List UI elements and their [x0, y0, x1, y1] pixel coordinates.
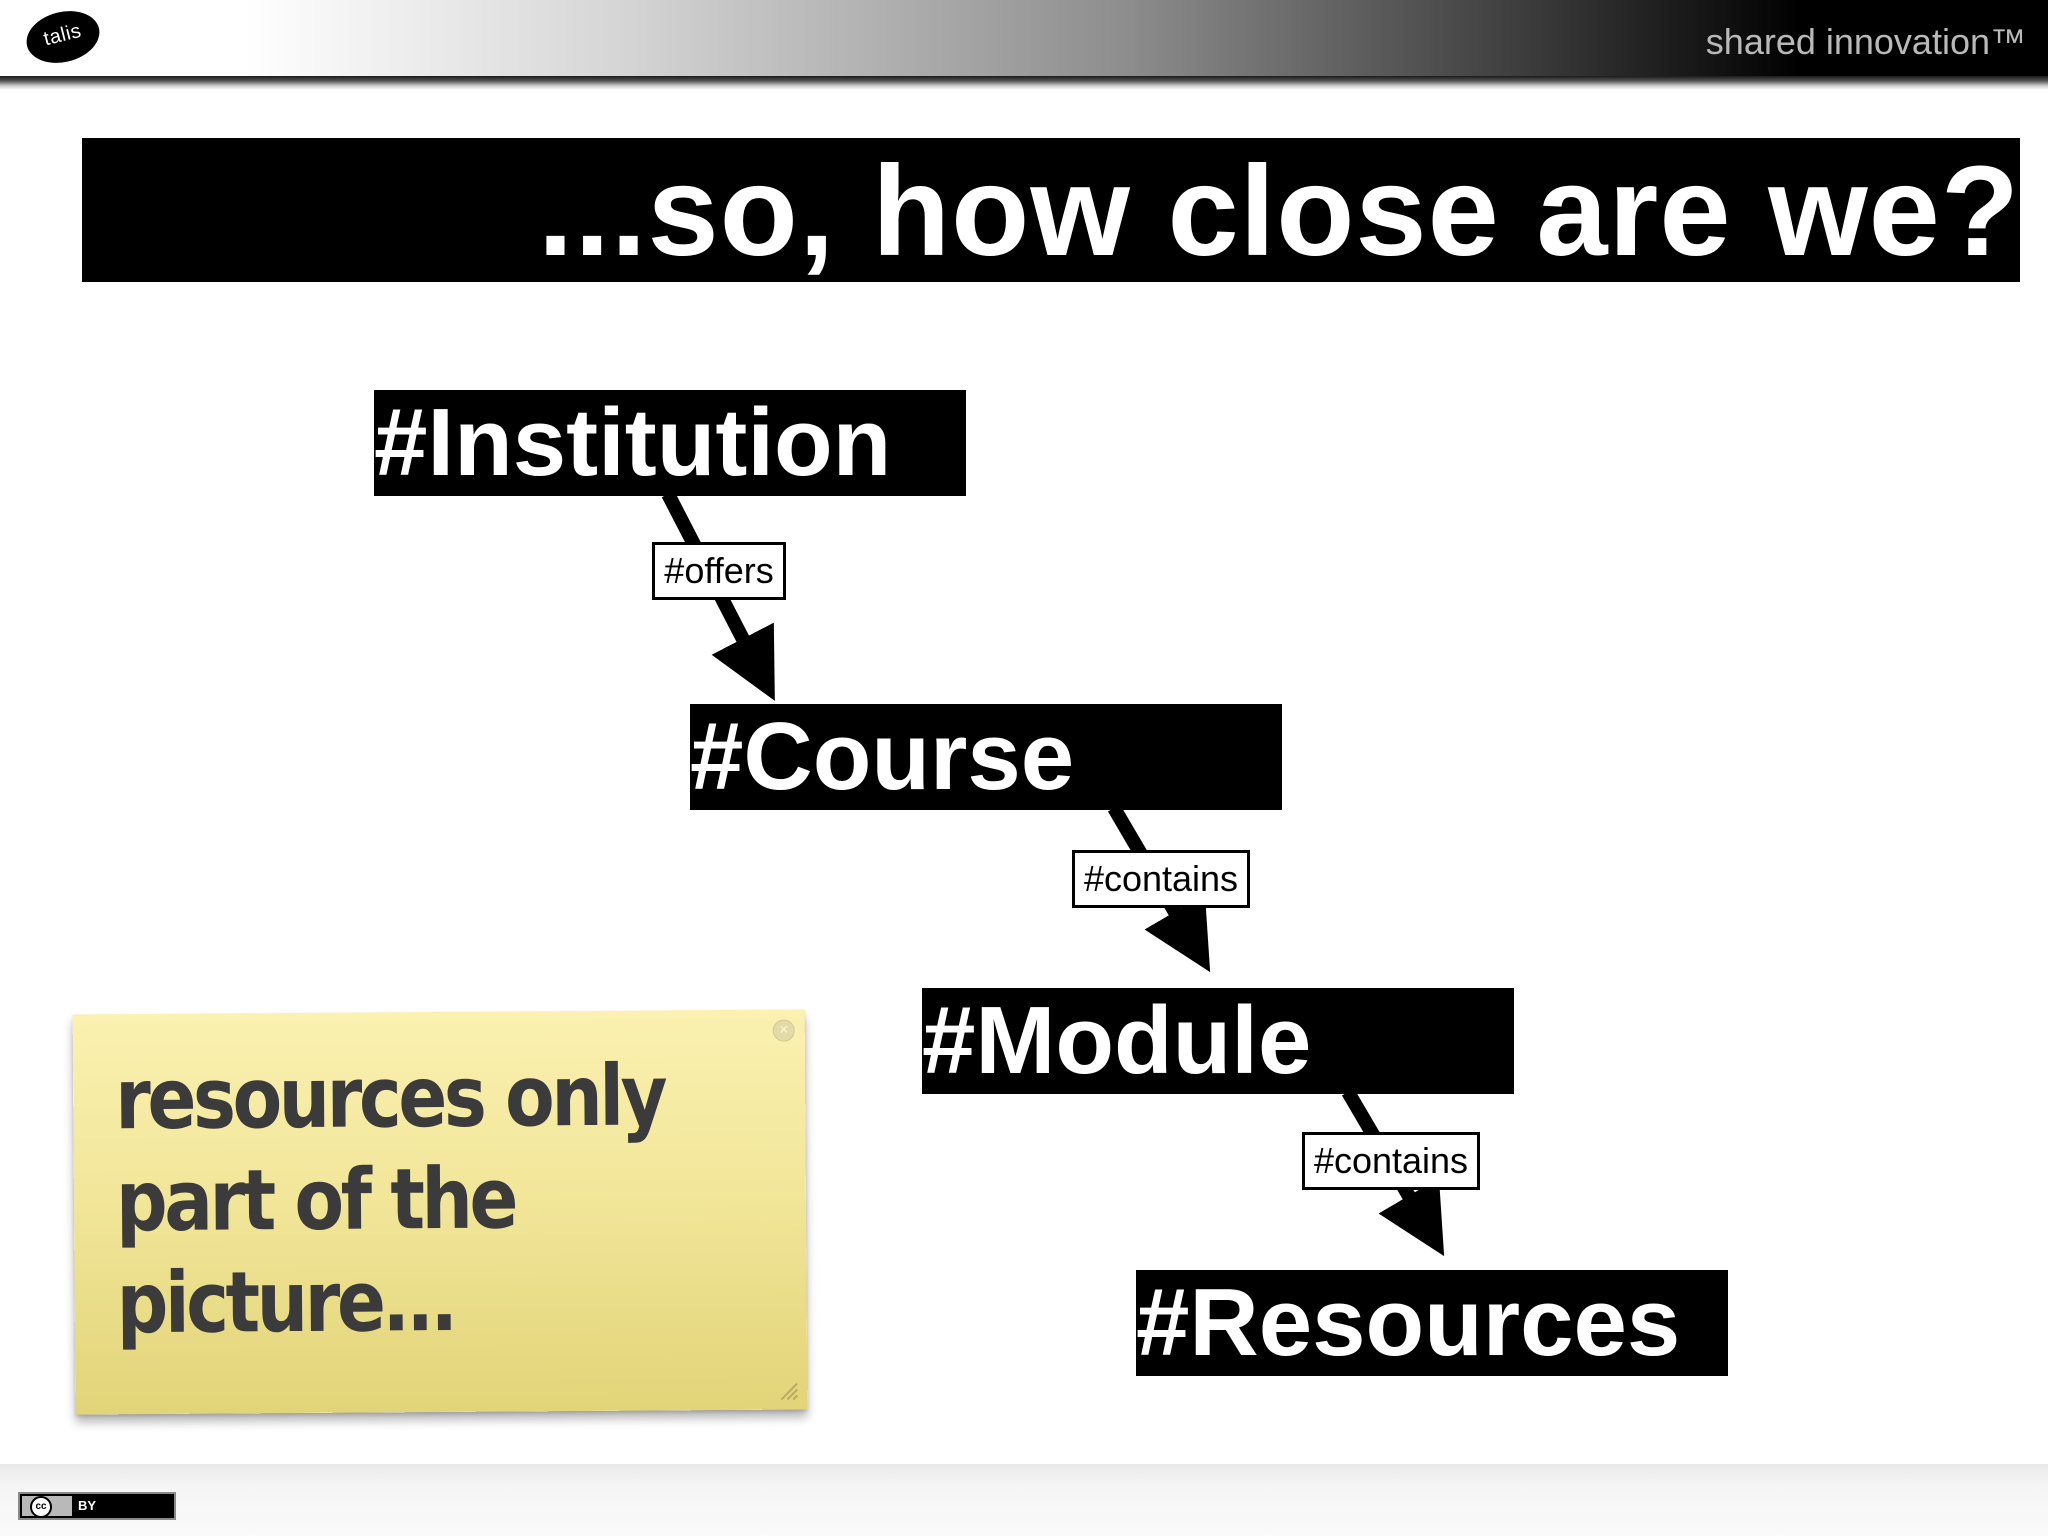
sticky-note-text: resources only part of the picture...	[114, 1046, 665, 1353]
resize-grip-icon[interactable]	[777, 1379, 799, 1401]
close-icon[interactable]: ×	[772, 1019, 795, 1042]
edge-label-contains-2: #contains	[1302, 1132, 1480, 1190]
tagline: shared innovation™	[1705, 21, 2026, 62]
slide-title: ...so, how close are we?	[537, 140, 2020, 283]
edge-label-offers: #offers	[652, 542, 786, 600]
node-label-module: #Module	[922, 987, 1312, 1094]
node-resources: #Resources	[1136, 1270, 1728, 1376]
node-label-resources: #Resources	[1136, 1269, 1681, 1376]
edge-label-contains-1: #contains	[1072, 850, 1250, 908]
sticky-note[interactable]: resources only part of the picture... ×	[72, 1009, 808, 1415]
node-label-institution: #Institution	[374, 389, 892, 496]
node-module: #Module	[922, 988, 1514, 1094]
cc-by-label: BY	[78, 1498, 97, 1513]
node-course: #Course	[690, 704, 1282, 810]
header-divider	[0, 76, 2048, 90]
header-bar: talis shared innovation™	[0, 0, 2048, 78]
node-label-course: #Course	[690, 703, 1075, 810]
cc-license-badge: cc BY	[18, 1492, 176, 1520]
node-institution: #Institution	[374, 390, 966, 496]
cc-icon: cc	[30, 1496, 52, 1518]
cc-badge-left: cc	[22, 1496, 72, 1518]
slide-title-banner: ...so, how close are we?	[82, 138, 2020, 283]
footer-bar	[0, 1464, 2048, 1536]
